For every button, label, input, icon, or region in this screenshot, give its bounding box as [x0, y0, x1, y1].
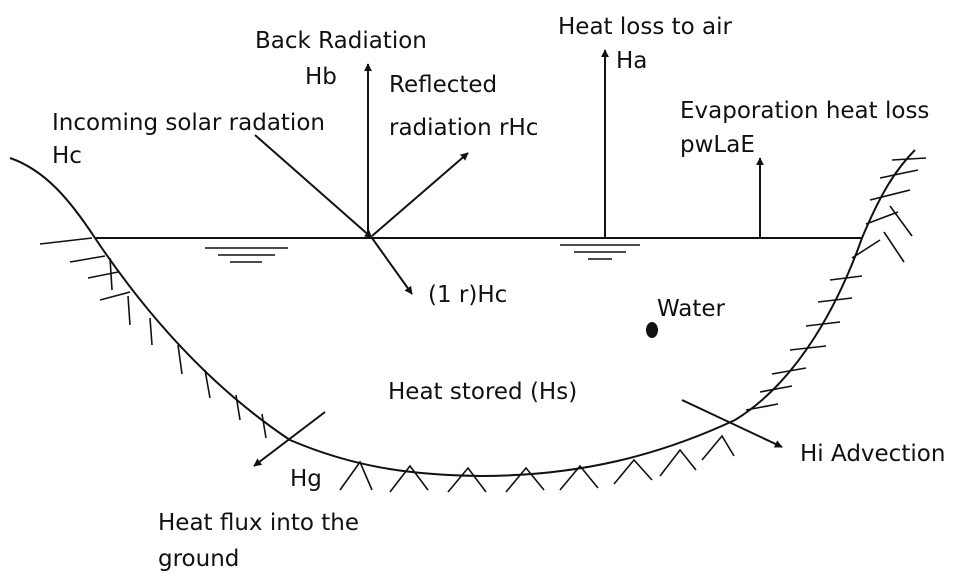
label-incoming-solar: Incoming solar radation	[52, 110, 325, 136]
reflected-radiation-arrow	[371, 152, 469, 237]
ground-flux-arrow	[253, 411, 326, 467]
label-hc: Hc	[52, 143, 82, 169]
label-ground-flux-line1: Heat flux into the	[158, 510, 359, 536]
label-transmitted: (1 r)Hc	[428, 282, 508, 308]
label-reflected-value: radiation rHc	[389, 115, 539, 141]
label-heat-stored: Heat stored (Hs)	[388, 379, 578, 405]
label-heat-loss-air: Heat loss to air	[558, 14, 732, 40]
label-evaporation: Evaporation heat loss	[680, 98, 930, 124]
label-ground-flux-line2: ground	[158, 546, 240, 572]
water-marker-dot	[646, 322, 658, 338]
label-reflected: Reflected	[389, 72, 498, 98]
ground-hatching	[39, 157, 927, 493]
label-water: Water	[657, 296, 725, 322]
label-hb: Hb	[305, 64, 337, 90]
label-pwlae: pwLaE	[680, 132, 755, 158]
label-advection: Hi Advection	[800, 441, 946, 467]
incoming-solar-arrow	[254, 134, 373, 239]
water-level-symbol	[560, 244, 640, 260]
basin-outline	[9, 149, 916, 478]
label-ha: Ha	[616, 48, 648, 74]
advection-arrow	[681, 399, 783, 448]
transmitted-radiation-arrow	[371, 237, 413, 295]
label-back-radiation: Back Radiation	[255, 28, 427, 54]
label-hg: Hg	[290, 466, 322, 492]
water-level-symbol	[205, 247, 288, 263]
